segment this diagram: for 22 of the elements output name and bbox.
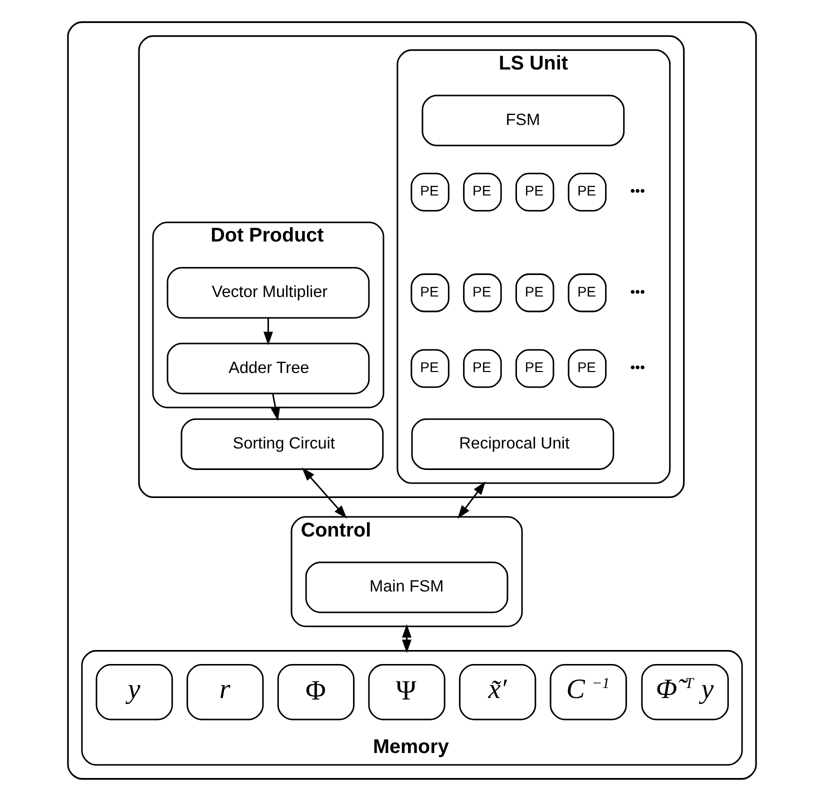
label: ••• [630, 359, 645, 376]
node-box: x̃′ [458, 664, 536, 720]
node-box: C−1 [550, 664, 627, 720]
node-box: Adder Tree [166, 342, 370, 394]
node-box: Vector Multiplier [166, 267, 370, 319]
arrow [402, 624, 412, 654]
node-box: Ψ [368, 664, 446, 720]
label: ••• [630, 182, 645, 199]
arrow [302, 468, 348, 519]
label: ••• [630, 283, 645, 300]
cluster [138, 35, 685, 498]
arrow [270, 394, 280, 421]
node-box: y [96, 664, 173, 720]
node-box: Main FSM [305, 562, 508, 614]
node-box: Sorting Circuit [180, 418, 384, 470]
cluster [67, 21, 757, 780]
node-box: Reciprocal Unit [411, 418, 614, 470]
node-box: Φ [277, 664, 355, 720]
arrow [457, 481, 486, 519]
node-box: FSM [422, 94, 625, 146]
arrow [263, 318, 273, 346]
node-box: r [186, 664, 264, 720]
